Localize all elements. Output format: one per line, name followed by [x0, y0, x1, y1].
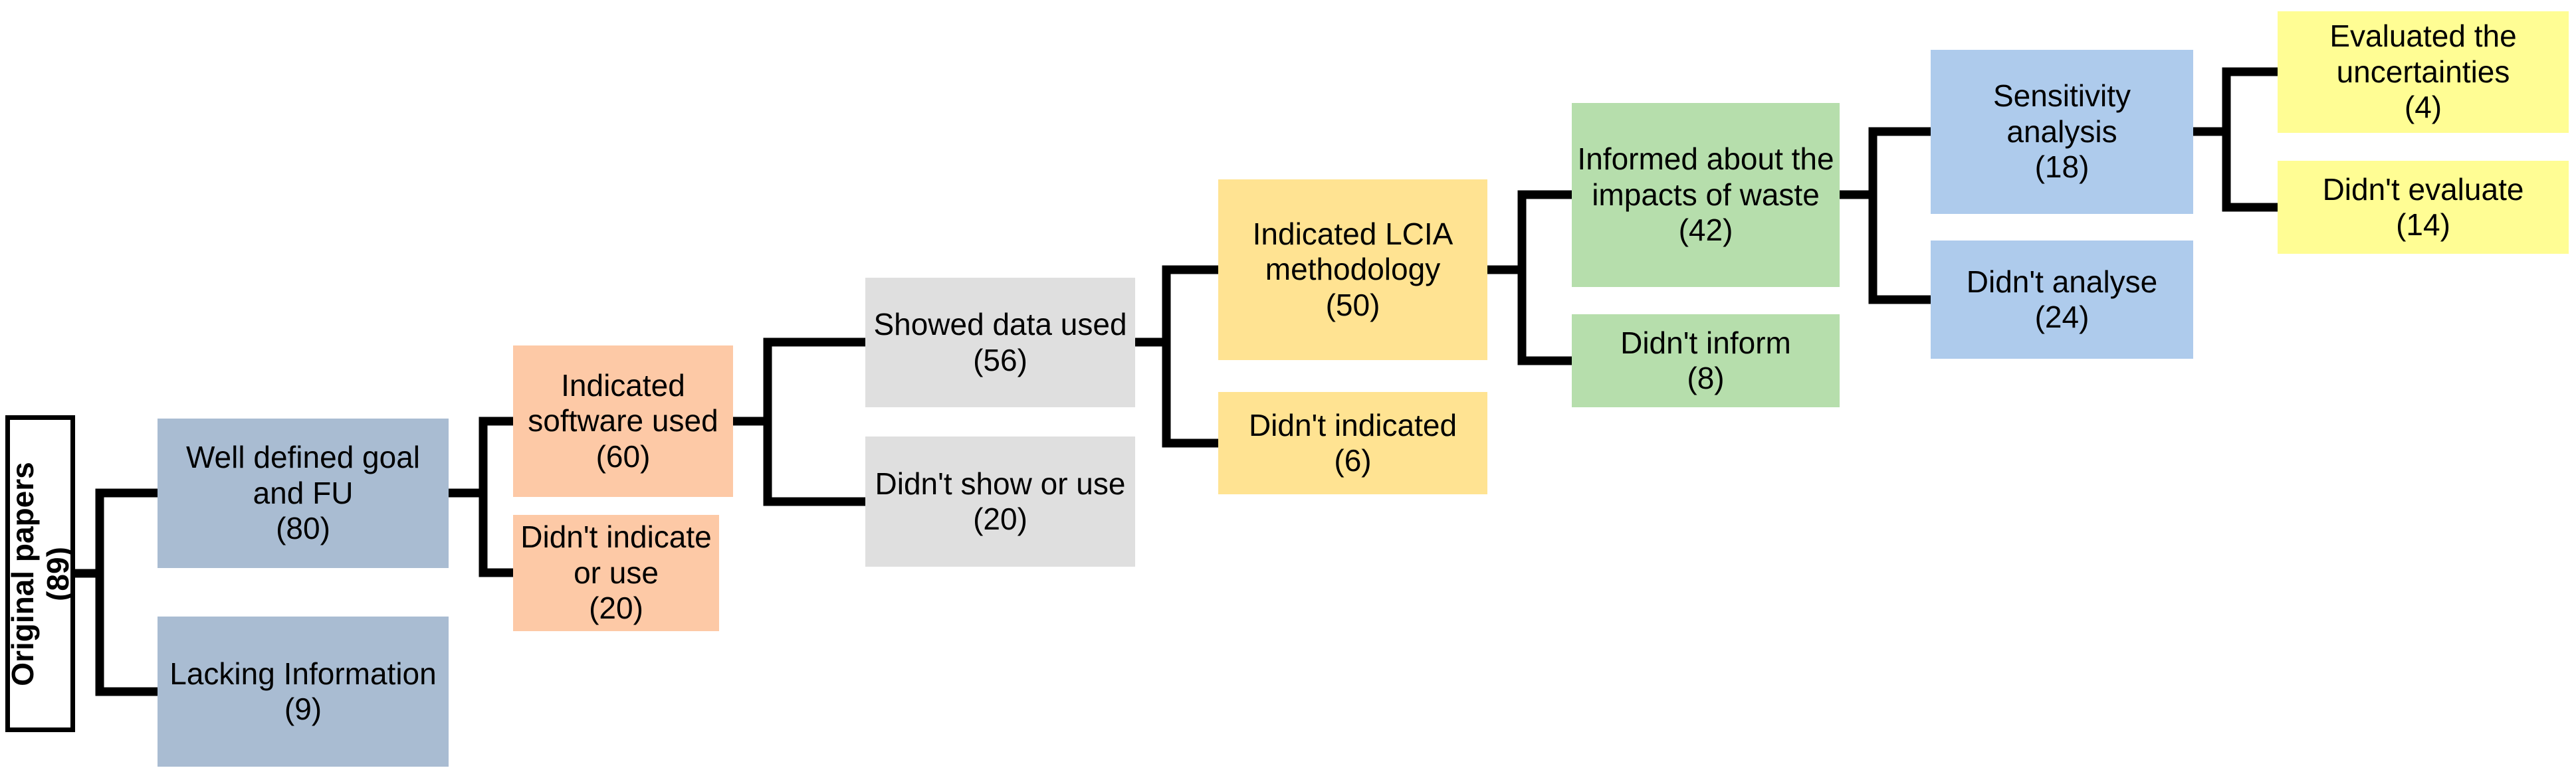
- node-lacking-information: Lacking Information (9): [158, 617, 449, 767]
- node-didnt-inform: Didn't inform (8): [1572, 314, 1840, 407]
- node-label-text: Didn't indicate or use: [520, 520, 712, 590]
- node-didnt-analyse: Didn't analyse (24): [1931, 241, 2193, 359]
- node-label-text: Evaluated the uncertainties: [2329, 19, 2517, 89]
- node-label-text: Didn't analyse: [1966, 264, 2158, 299]
- node-label-text: Indicated software used: [528, 367, 718, 438]
- node-showed-data-used: Showed data used (56): [865, 278, 1135, 407]
- node-count: (50): [1325, 287, 1380, 322]
- node-count: (8): [1687, 361, 1725, 395]
- node-label-text: Didn't show or use: [875, 466, 1126, 501]
- bracket-software-to-data: [728, 338, 872, 506]
- node-original-papers-label: Original papers (89): [4, 415, 77, 732]
- node-count: (4): [2404, 90, 2442, 125]
- bracket-root-to-goal: [70, 488, 164, 696]
- node-didnt-evaluate: Didn't evaluate (14): [2278, 161, 2569, 254]
- node-didnt-indicated: Didn't indicated (6): [1218, 392, 1487, 494]
- node-count: (9): [284, 692, 322, 726]
- node-label-text: Indicated LCIA methodology: [1252, 216, 1453, 287]
- bracket-sensitivity-to-uncertainty: [2189, 67, 2284, 212]
- node-label-text: Lacking Information: [169, 656, 437, 691]
- node-didnt-show-or-use: Didn't show or use (20): [865, 436, 1135, 567]
- bracket-data-to-lcia: [1130, 265, 1225, 448]
- node-label-text: Original papers: [5, 461, 40, 686]
- node-count: (14): [2396, 207, 2450, 242]
- node-label-text: Well defined goal and FU: [185, 440, 421, 510]
- node-count: (42): [1678, 213, 1733, 248]
- node-label-text: Didn't inform: [1620, 325, 1791, 360]
- node-original-papers: Original papers (89): [5, 415, 75, 732]
- bracket-goal-to-software: [444, 417, 520, 577]
- node-indicated-software-used: Indicated software used (60): [513, 345, 733, 497]
- node-label-text: Didn't evaluate: [2322, 171, 2524, 207]
- node-label-text: Showed data used: [873, 307, 1127, 342]
- bracket-impacts-to-sensitivity: [1835, 127, 1937, 304]
- node-indicated-lcia-methodology: Indicated LCIA methodology (50): [1218, 179, 1487, 360]
- node-didnt-indicate-or-use: Didn't indicate or use (20): [513, 515, 719, 631]
- node-label-text: Sensitivity analysis: [1992, 78, 2131, 149]
- node-count: (56): [973, 342, 1027, 377]
- node-count: (20): [589, 591, 643, 626]
- node-count: (80): [276, 511, 330, 546]
- node-informed-about-impacts-of-waste: Informed about the impacts of waste (42): [1572, 103, 1840, 287]
- bracket-lcia-to-impacts: [1483, 190, 1578, 365]
- node-count: (24): [2034, 300, 2090, 334]
- node-well-defined-goal-and-fu: Well defined goal and FU (80): [158, 419, 449, 568]
- node-count: (6): [1334, 443, 1372, 478]
- node-label-text: Didn't indicated: [1248, 407, 1457, 442]
- node-count: (89): [40, 546, 75, 601]
- node-count: (18): [2034, 149, 2090, 185]
- node-count: (60): [595, 438, 651, 474]
- node-count: (20): [973, 502, 1027, 536]
- node-label-text: Informed about the impacts of waste: [1577, 142, 1834, 212]
- node-evaluated-the-uncertainties: Evaluated the uncertainties (4): [2278, 11, 2569, 133]
- node-sensitivity-analysis: Sensitivity analysis (18): [1931, 50, 2193, 214]
